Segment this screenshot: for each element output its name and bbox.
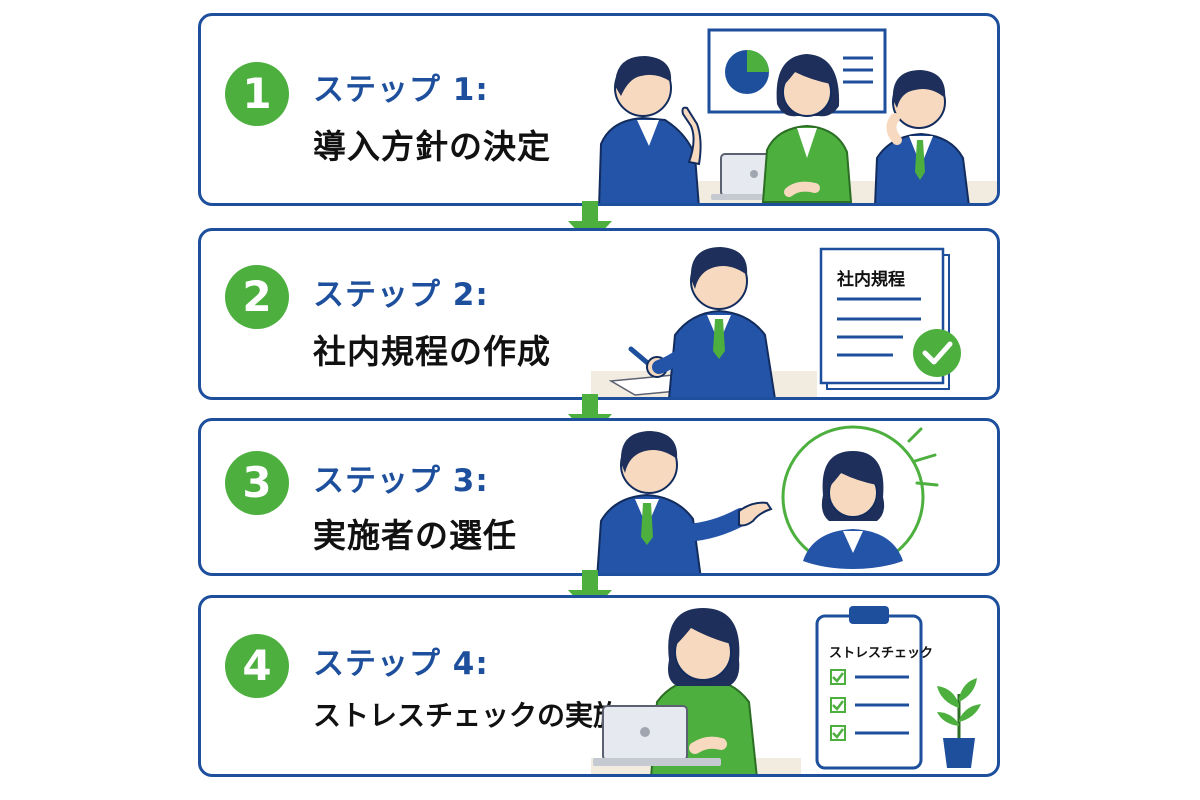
- plant-icon: [937, 678, 981, 768]
- selection-illustration: [596, 425, 939, 573]
- step-number-badge: 4: [225, 634, 289, 698]
- step-label: ステップ 3:: [313, 463, 489, 499]
- step-card-4: 4 ステップ 4: ストレスチェックの実施: [198, 595, 1000, 777]
- writing-illustration: [591, 247, 961, 397]
- step-title: 導入方針の決定: [313, 127, 551, 166]
- stresscheck-illustration: [591, 606, 981, 774]
- step-label: ステップ 1:: [313, 72, 489, 108]
- step-card-1: 1 ステップ 1: 導入方針の決定: [198, 13, 1000, 206]
- checkbox-icon: [830, 697, 846, 713]
- meeting-illustration: [598, 28, 997, 203]
- step-number-badge: 2: [225, 265, 289, 329]
- step-card-3: 3 ステップ 3: 実施者の選任: [198, 418, 1000, 576]
- pie-chart-icon: [725, 50, 769, 94]
- checkbox-icon: [830, 725, 846, 741]
- step-card-2: 2 ステップ 2: 社内規程の作成 社内規程: [198, 228, 1000, 400]
- step-title: 実施者の選任: [313, 516, 517, 555]
- clipboard-heading: ストレスチェック: [829, 646, 934, 661]
- step-label: ステップ 4:: [313, 646, 489, 682]
- step-title: ストレスチェックの実施: [313, 699, 622, 732]
- laptop-icon: [593, 705, 721, 766]
- document-heading: 社内規程: [837, 270, 905, 290]
- check-circle-icon: [913, 329, 961, 377]
- step-title: 社内規程の作成: [313, 332, 551, 371]
- step-number-badge: 1: [225, 62, 289, 126]
- step-number-badge: 3: [225, 451, 289, 515]
- step-label: ステップ 2:: [313, 277, 489, 313]
- checkbox-icon: [830, 669, 846, 685]
